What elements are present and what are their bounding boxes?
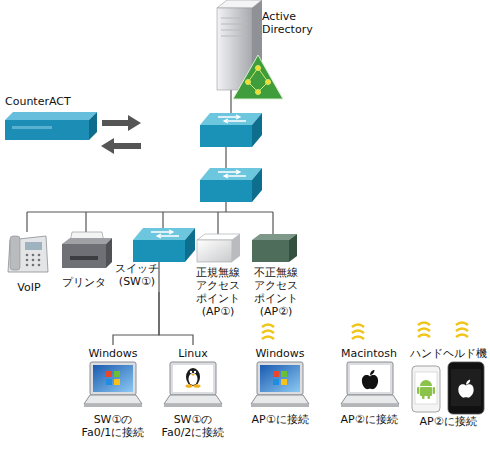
node-label: Windows xyxy=(245,347,315,360)
phone-node: VoIP xyxy=(3,226,55,298)
access-point-node: 正規無線 アクセス ポイント (AP①) xyxy=(190,226,246,323)
node-label: Active Directory xyxy=(262,10,340,36)
node-label: Linux xyxy=(158,347,228,360)
node-label: プリンタ xyxy=(58,276,110,289)
node-caption: AP①に接続 xyxy=(245,413,315,426)
laptop-node: WindowsAP①に接続 xyxy=(245,345,315,443)
switch-node: スイッチ (SW①) xyxy=(112,226,195,292)
node-label: Macintosh xyxy=(333,347,405,360)
laptop-node: LinuxSW①の Fa0/2に接続 xyxy=(158,345,228,443)
server-node: Active Directory xyxy=(215,0,340,100)
node-label: VoIP xyxy=(3,281,55,294)
node-caption: AP②に接続 xyxy=(333,413,405,426)
access-point-node: 不正無線 アクセス ポイント (AP②) xyxy=(248,226,304,323)
node-caption: AP②に接続 xyxy=(408,415,488,428)
laptop-node: MacintoshAP②に接続 xyxy=(333,345,405,443)
handheld-node: ハンドヘルド機 AP②に接続 xyxy=(408,345,488,443)
node-label: スイッチ (SW①) xyxy=(112,262,162,288)
appliance-node: CounterACT xyxy=(3,95,98,142)
node-label: Windows xyxy=(78,347,148,360)
connection-line xyxy=(113,292,159,345)
connection-line xyxy=(159,292,193,345)
laptop-node: WindowsSW①の Fa0/1に接続 xyxy=(78,345,148,443)
node-label: 不正無線 アクセス ポイント (AP②) xyxy=(248,266,304,318)
node-caption: SW①の Fa0/2に接続 xyxy=(158,413,228,439)
node-label: CounterACT xyxy=(5,95,97,108)
node-label: ハンドヘルド機 xyxy=(408,347,488,360)
printer-node: プリンタ xyxy=(58,226,110,298)
node-label: 正規無線 アクセス ポイント (AP①) xyxy=(190,266,246,318)
node-caption: SW①の Fa0/1に接続 xyxy=(78,413,148,439)
